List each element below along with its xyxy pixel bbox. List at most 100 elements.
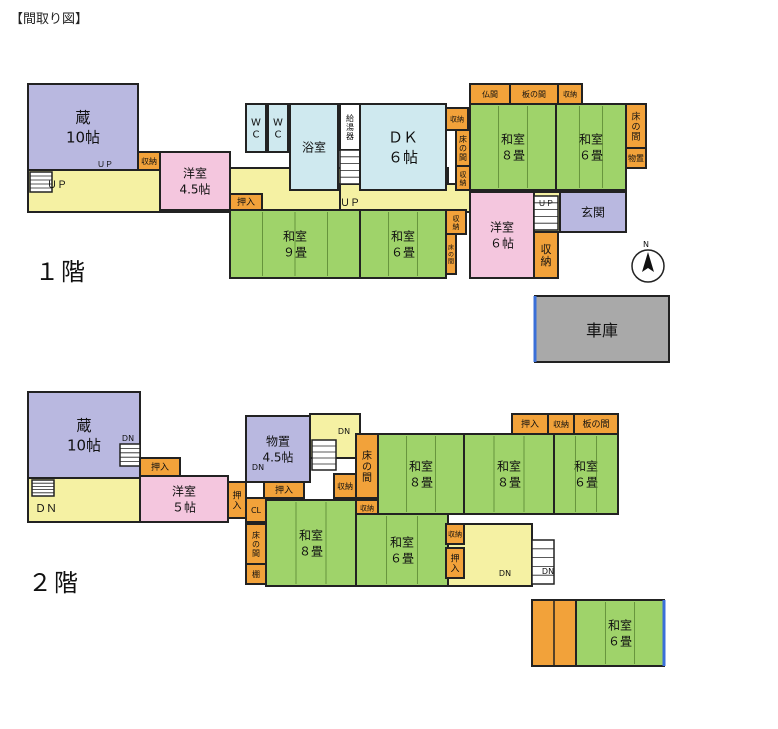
f2-storage-1-label: 収納 [337, 481, 353, 491]
f1-wc-1-label-0: W [251, 118, 261, 129]
compass-north: N [643, 240, 649, 249]
f2-yoshitsu-label-0: 洋室 [172, 483, 196, 498]
f2-oshiire-5 [445, 547, 465, 579]
f1-storage-3-label: 収納 [563, 90, 577, 99]
f1-up-3: ＵＰ [538, 199, 554, 208]
f2-dn-3: DN [252, 463, 264, 472]
f1-dk [359, 103, 447, 191]
f1-storage-2-label: 収納 [450, 115, 464, 124]
f1-washitsu-8 [469, 103, 557, 191]
f1-tokonoma-1-label: 床の間 [459, 134, 467, 162]
f2-washitsu-8c [265, 499, 357, 587]
f1-storage-5-label: 収納 [453, 215, 460, 231]
f1-kura-label-1: 10帖 [66, 128, 100, 146]
f1-wc-2 [267, 103, 289, 153]
f2-kura-label-0: 蔵 [76, 416, 91, 434]
f2-stairs-west [31, 479, 55, 497]
floor1-label: １階 [35, 258, 87, 286]
f1-yoshitsu-label-1: 4.5帖 [179, 181, 210, 196]
f2-oshiire-5-label: 押入 [450, 553, 459, 575]
f2-oshiire-2-label: 押入 [232, 490, 241, 512]
f2-washitsu-8a-label-1: ８畳 [409, 475, 433, 489]
f2-storage-3-label: 収納 [553, 419, 569, 429]
f2-monooki-label-0: 物置 [266, 434, 290, 448]
f2-stairs-kura [119, 443, 141, 467]
f1-up-4: ＵＰ [97, 160, 113, 169]
f1-washitsu-6b [359, 209, 447, 279]
f2-itanoma-label: 板の間 [582, 418, 609, 430]
f1-tokonoma-2-label: 床の間 [631, 111, 640, 143]
f2-cl-label: CL [251, 506, 262, 515]
f2-tokonoma-2-label: 床の間 [362, 449, 372, 484]
f2-washitsu-8a-label-0: 和室 [409, 458, 433, 473]
page-title: 【間取り図】 [10, 12, 89, 27]
f1-washitsu-6a-label-0: 和室 [579, 131, 603, 146]
f2-storage-2-label: 収納 [360, 504, 374, 513]
f1-wc-1 [245, 103, 267, 153]
f2-oshiire-3 [263, 481, 305, 499]
f1-boiler-label: 給湯器 [346, 113, 354, 141]
f2-washitsu-6c-label-0: 和室 [608, 617, 632, 632]
f1-garage-label: 車庫 [586, 321, 618, 340]
f2-washitsu-6a-label-1: ６畳 [574, 475, 598, 489]
f1-dk-label-0: ＤＫ [388, 128, 418, 146]
f1-bath-label: 浴室 [302, 139, 326, 154]
f1-kura [27, 83, 139, 171]
f1-tokonoma-3-label: 床の間 [448, 243, 454, 265]
f2-washitsu-8a [377, 433, 465, 515]
f1-oshiire-label: 押入 [237, 196, 255, 208]
f2-washitsu-8b-label-1: ８畳 [497, 475, 521, 489]
f2-kura-label-1: 10帖 [67, 436, 101, 454]
f1-washitsu-6b-label-0: 和室 [391, 228, 415, 243]
f2-storage-4-label: 収納 [448, 530, 462, 539]
f1-tokonoma-3 [445, 233, 457, 275]
f2-washitsu-8c-label-1: ８畳 [299, 544, 323, 558]
f2-dn-5: DN [499, 569, 511, 578]
f2-washitsu-8b-label-0: 和室 [497, 458, 521, 473]
f1-monoire-label: 物置 [628, 153, 644, 163]
compass-needle-icon [642, 252, 654, 272]
f1-washitsu-8-label-1: ８畳 [501, 148, 525, 162]
f1-washitsu-6a-label-1: ６畳 [579, 148, 603, 162]
f1-storage-4-label: 収納 [460, 171, 467, 187]
f2-washitsu-8c-label-0: 和室 [299, 527, 323, 542]
f1-yoshitsu-label-0: 洋室 [183, 165, 207, 180]
f2-tana-label: 棚 [252, 569, 260, 579]
f2-washitsu-6b-label-1: ６畳 [390, 551, 414, 565]
f1-bath [289, 103, 339, 191]
f2-tokonoma-1-label: 床の間 [252, 530, 260, 558]
f1-stairs-kura [29, 171, 53, 193]
f1-storage-big [533, 231, 559, 279]
f1-kura-label-0: 蔵 [75, 108, 90, 126]
f2-stairs-main [311, 439, 337, 471]
f2-yoshitsu-label-1: ５帖 [172, 499, 196, 514]
f2-stairs-east [531, 539, 555, 585]
f2-yoshitsu [139, 475, 229, 523]
f2-oshiire-1-label: 押入 [151, 461, 169, 473]
f1-yoshitsu-6-label-0: 洋室 [490, 219, 514, 234]
floor2-label: ２階 [28, 569, 80, 597]
f2-washitsu-6a [553, 433, 619, 515]
f1-yoshitsu [159, 151, 231, 211]
f1-up-2: ＵＰ [340, 198, 360, 209]
f2-monooki [245, 415, 311, 483]
f1-wc-2-label-0: W [273, 118, 283, 129]
f2-oshiire-4-label: 押入 [521, 418, 539, 430]
f1-yoshitsu-6-label-1: ６帖 [490, 235, 514, 250]
f2-storage-4 [445, 523, 465, 545]
f2-washitsu-6b [355, 513, 449, 587]
f1-wc-1-label-1: C [253, 130, 260, 141]
f1-storage-1-label: 収納 [141, 156, 157, 166]
f2-dn-1: ＤＮ [35, 502, 57, 515]
f2-monooki-label-1: 4.5帖 [262, 449, 293, 464]
f2-washitsu-6c-label-1: ６畳 [608, 634, 632, 648]
f1-itanoma-label: 板の間 [522, 89, 546, 99]
f1-garage [534, 295, 670, 363]
f1-washitsu-6a [555, 103, 627, 191]
f1-storage-big-label: 収納 [541, 243, 552, 268]
f1-washitsu-8-label-0: 和室 [501, 131, 525, 146]
f2-oshiire-3-label: 押入 [275, 484, 293, 496]
f1-stairs-2 [533, 195, 559, 231]
f2-washitsu-6a-label-0: 和室 [574, 458, 598, 473]
